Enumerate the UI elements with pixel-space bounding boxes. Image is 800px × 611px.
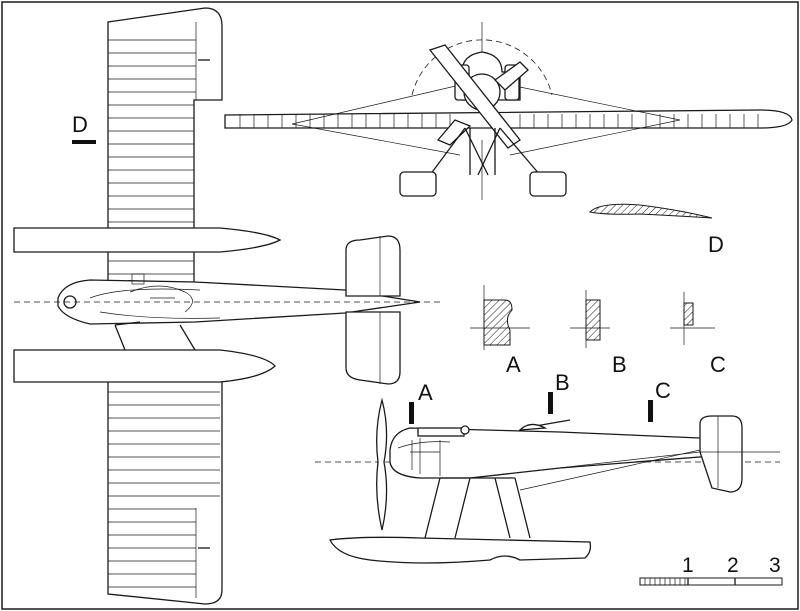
front-wing — [224, 109, 793, 129]
section-mark-d: D — [72, 112, 88, 137]
section-b-shape — [585, 299, 601, 341]
front-view — [224, 22, 793, 200]
fin-rudder-side — [699, 415, 743, 493]
section-mark-a: A — [418, 380, 433, 405]
fuselage-sections — [470, 285, 715, 350]
float-plan-upper — [13, 227, 282, 253]
section-label-a: A — [506, 352, 521, 377]
wing-airfoil-section — [588, 203, 713, 219]
propeller-side — [376, 397, 388, 531]
section-label-d: D — [708, 232, 724, 257]
section-mark-b-bar — [548, 392, 553, 414]
scale-tick-1: 1 — [682, 554, 694, 577]
section-mark-c-bar — [648, 400, 653, 422]
section-label-b: B — [612, 352, 627, 377]
section-a-shape — [483, 299, 513, 346]
section-mark-c: C — [655, 378, 671, 403]
upper-wing-top — [107, 7, 223, 286]
section-c-shape — [683, 302, 694, 326]
scale-tick-3: 3 — [769, 554, 781, 577]
section-label-c: C — [710, 352, 726, 377]
scale-bar: 1 2 3 — [639, 554, 783, 586]
tailplane-bottom — [345, 311, 401, 385]
section-mark-d-bar — [72, 140, 96, 144]
wing-ribs — [108, 39, 220, 588]
section-mark-b: B — [555, 370, 570, 395]
tailplane-top — [345, 235, 401, 297]
scale-tick-2: 2 — [727, 554, 739, 577]
float-plan-lower — [13, 349, 276, 383]
float-front-left — [399, 171, 437, 197]
propeller-front — [428, 44, 521, 149]
section-mark-a-bar — [409, 402, 414, 424]
side-view — [315, 397, 780, 564]
upper-wing-bottom — [107, 379, 223, 605]
float-side — [329, 536, 592, 564]
plan-view — [13, 7, 440, 605]
float-front-right — [529, 171, 567, 197]
